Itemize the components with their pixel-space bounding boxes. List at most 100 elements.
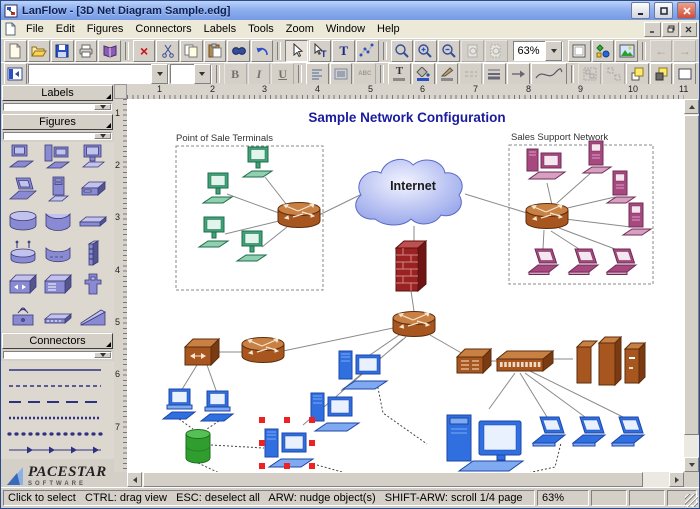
menu-figures[interactable]: Figures bbox=[86, 23, 124, 35]
font-combo-arrow[interactable] bbox=[151, 63, 169, 84]
figure-monitor[interactable] bbox=[75, 144, 110, 170]
copy-button[interactable] bbox=[180, 39, 203, 62]
figure-switch-2[interactable] bbox=[40, 272, 75, 298]
labels-section-header[interactable]: Labels bbox=[2, 85, 113, 101]
horizontal-scrollbar[interactable] bbox=[127, 472, 684, 487]
page-outline-button[interactable] bbox=[568, 39, 591, 62]
sales-group-box[interactable] bbox=[508, 144, 654, 285]
scroll-left-button[interactable] bbox=[127, 472, 142, 487]
maximize-button[interactable] bbox=[654, 2, 673, 19]
connectors-dropdown-arrow[interactable] bbox=[94, 352, 111, 358]
document-page[interactable]: Sample Network Configuration Point of Sa… bbox=[127, 99, 684, 472]
connector-solid[interactable] bbox=[7, 365, 108, 375]
text-color-button[interactable]: T bbox=[388, 62, 411, 85]
scroll-down-button[interactable] bbox=[684, 457, 699, 472]
pos-terminal-3[interactable] bbox=[198, 216, 229, 248]
sales-tower-1[interactable] bbox=[582, 140, 612, 174]
font-size-combo[interactable] bbox=[170, 63, 212, 84]
dash-style-button[interactable] bbox=[459, 62, 483, 85]
insert-image-button[interactable] bbox=[615, 39, 638, 62]
sales-router[interactable] bbox=[525, 202, 569, 230]
figure-router[interactable] bbox=[5, 208, 40, 234]
menu-connectors[interactable]: Connectors bbox=[135, 23, 192, 35]
font-family-combo[interactable] bbox=[27, 63, 170, 84]
ungroup-button[interactable] bbox=[602, 62, 625, 85]
pos-terminal-4[interactable] bbox=[236, 230, 267, 262]
sales-laptop-2[interactable] bbox=[568, 248, 599, 275]
zoom-in-button[interactable] bbox=[414, 39, 437, 62]
lan-laptop-2[interactable] bbox=[572, 416, 606, 447]
labels-dropdown-arrow[interactable] bbox=[94, 104, 111, 110]
figure-wireless-router[interactable] bbox=[5, 240, 40, 266]
menu-window[interactable]: Window bbox=[325, 23, 366, 35]
figures-section-header[interactable]: Figures bbox=[2, 114, 113, 130]
print-button[interactable] bbox=[74, 39, 98, 62]
figure-wedge[interactable] bbox=[75, 304, 110, 330]
minimize-button[interactable] bbox=[631, 2, 650, 19]
figure-desktop-unit[interactable] bbox=[75, 176, 110, 202]
size-combo-arrow[interactable] bbox=[193, 63, 211, 84]
zoom-level-combo[interactable]: 63% bbox=[512, 40, 564, 61]
undo-button[interactable] bbox=[250, 39, 274, 62]
lan-laptop-1[interactable] bbox=[532, 416, 566, 447]
select-text-tool-button[interactable]: T bbox=[308, 39, 332, 62]
new-button[interactable] bbox=[4, 39, 27, 62]
zoom-out-button[interactable] bbox=[437, 39, 461, 62]
admin-workstation[interactable] bbox=[446, 414, 524, 472]
select-tool-button[interactable] bbox=[285, 39, 308, 62]
connectors-section-header[interactable]: Connectors bbox=[2, 333, 113, 349]
firewall[interactable] bbox=[395, 240, 427, 292]
menu-help[interactable]: Help bbox=[377, 23, 400, 35]
zoom-tool-button[interactable] bbox=[390, 39, 414, 62]
align-left-button[interactable] bbox=[305, 62, 329, 85]
menu-labels[interactable]: Labels bbox=[203, 23, 237, 35]
figure-pc[interactable] bbox=[5, 144, 40, 170]
zoom-combo-arrow[interactable] bbox=[545, 40, 563, 61]
patch-panel[interactable] bbox=[496, 350, 554, 372]
spell-check-button[interactable]: ABC bbox=[353, 62, 377, 85]
scroll-right-button[interactable] bbox=[669, 472, 684, 487]
link-next-button[interactable]: → bbox=[673, 39, 697, 62]
server-switch[interactable] bbox=[456, 348, 492, 374]
text-tool-button[interactable]: T bbox=[332, 39, 356, 62]
find-button[interactable] bbox=[227, 39, 250, 62]
paste-button[interactable] bbox=[203, 39, 227, 62]
sales-tower-3[interactable] bbox=[622, 202, 652, 236]
figure-switch[interactable] bbox=[75, 208, 110, 234]
figure-phone[interactable] bbox=[75, 272, 110, 298]
zoom-selection-button[interactable] bbox=[484, 39, 508, 62]
labels-category-dropdown[interactable] bbox=[3, 103, 112, 111]
selected-workstation[interactable] bbox=[264, 428, 314, 468]
figure-workstation[interactable] bbox=[40, 144, 75, 170]
line-weight-button[interactable] bbox=[483, 62, 506, 85]
office-pc-2[interactable] bbox=[200, 390, 234, 422]
connector-lines[interactable] bbox=[180, 170, 632, 426]
pos-terminal-2[interactable] bbox=[202, 172, 233, 204]
internet-cloud[interactable]: Internet bbox=[355, 158, 463, 226]
curve-style-button[interactable] bbox=[530, 62, 567, 85]
pos-terminal-1[interactable] bbox=[242, 146, 273, 178]
bold-button[interactable]: B bbox=[223, 62, 247, 85]
connector-dashed[interactable] bbox=[7, 381, 108, 391]
page-color-button[interactable] bbox=[673, 62, 697, 85]
office-pc-1[interactable] bbox=[162, 388, 196, 420]
figure-laptop[interactable] bbox=[5, 176, 40, 202]
link-previous-button[interactable]: ← bbox=[649, 39, 673, 62]
zoom-page-button[interactable] bbox=[461, 39, 484, 62]
align-block-button[interactable] bbox=[329, 62, 353, 85]
menu-edit[interactable]: Edit bbox=[55, 23, 75, 35]
scroll-up-button[interactable] bbox=[684, 99, 699, 114]
figure-hub[interactable] bbox=[5, 272, 40, 298]
network-diagram[interactable]: Sample Network Configuration Point of Sa… bbox=[127, 99, 684, 472]
menu-tools[interactable]: Tools bbox=[248, 23, 274, 35]
pos-group-box[interactable] bbox=[175, 145, 324, 291]
close-button[interactable] bbox=[677, 2, 696, 19]
sales-laptop-1[interactable] bbox=[528, 248, 559, 275]
save-button[interactable] bbox=[51, 39, 74, 62]
figure-firewall[interactable] bbox=[75, 240, 110, 266]
italic-button[interactable]: I bbox=[247, 62, 271, 85]
connector-arrow[interactable] bbox=[7, 445, 108, 455]
sales-laptop-3[interactable] bbox=[606, 248, 637, 275]
figure-patch-panel[interactable] bbox=[40, 304, 75, 330]
lan-laptop-3[interactable] bbox=[611, 416, 645, 447]
